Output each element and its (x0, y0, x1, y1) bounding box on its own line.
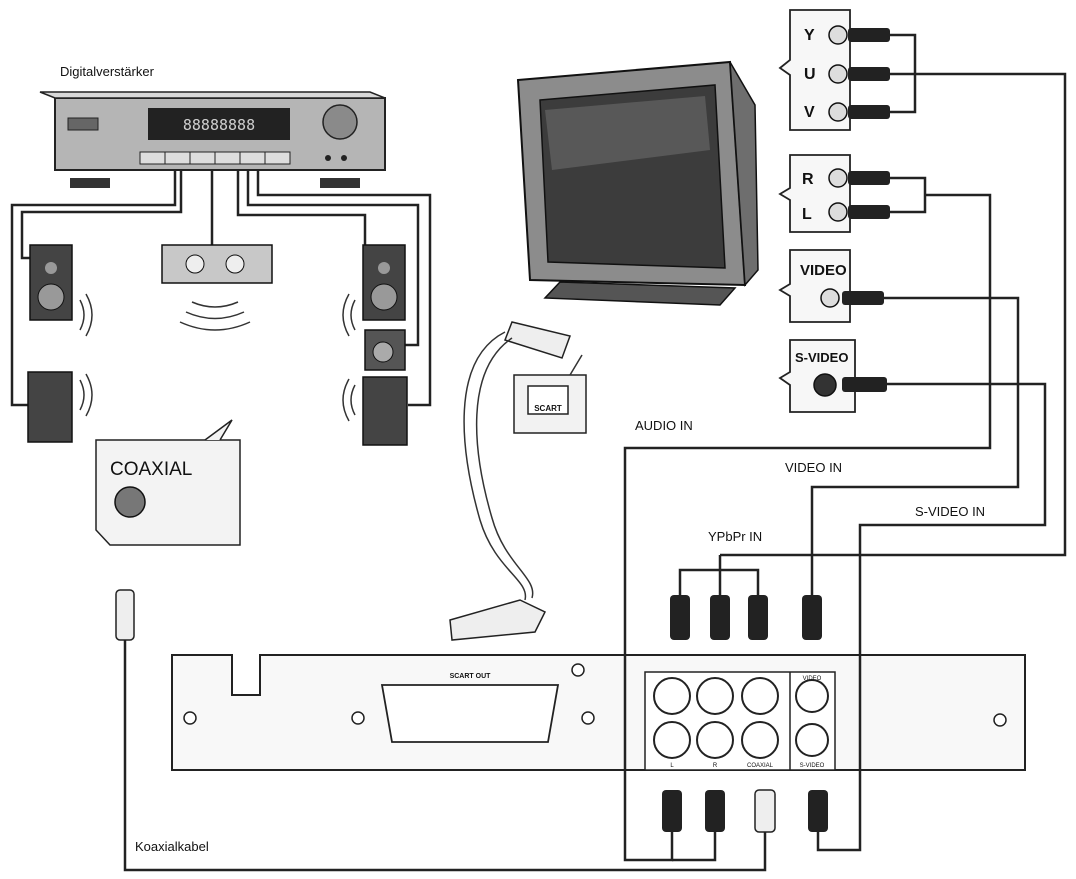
video-cable (810, 296, 1020, 600)
output-audio-l-jack-icon (653, 721, 691, 759)
scart-cable (449, 321, 571, 641)
rca-jack-icon (828, 64, 848, 84)
tv-video-panel: VIDEO (778, 249, 884, 323)
svg-text:88888888: 88888888 (183, 116, 255, 134)
rca-jack-icon (828, 168, 848, 188)
rca-jack-icon (828, 202, 848, 222)
svideo-in-label: S-VIDEO IN (915, 504, 985, 519)
tv-input-v-label: V (804, 104, 815, 121)
sound-waves-icon (79, 293, 93, 337)
rca-plug-icon (802, 595, 822, 640)
coax-cable-label: Koaxialkabel (135, 839, 209, 854)
amplifier-display (148, 108, 290, 140)
coaxial-callout: COAXIAL (95, 419, 241, 546)
jack-label-l: L (670, 763, 674, 769)
rca-plug-icon (848, 105, 890, 119)
tv-svideo-panel: S-VIDEO (778, 339, 887, 413)
rca-plug-icon (848, 171, 890, 185)
tv-ypbpr-panel: Y U V (778, 9, 890, 131)
front-left-speaker-icon (29, 244, 73, 321)
rca-jack-icon (828, 102, 848, 122)
ypbpr-plugs (670, 595, 822, 640)
scart-badge-label: SCART (534, 404, 562, 413)
rca-plug-icon (848, 67, 890, 81)
output-pr-jack-icon (741, 677, 779, 715)
svideo-jack-icon (813, 373, 837, 397)
audio-bridge-cable (890, 176, 927, 214)
amplifier-power-slot (67, 117, 99, 131)
rca-plug-icon (662, 790, 682, 832)
speaker-wires (10, 170, 432, 407)
svideo-plug-icon (808, 790, 828, 832)
coaxial-plug-icon (115, 589, 135, 641)
ypbpr-cable (720, 72, 1067, 557)
rear-left-speaker-icon (27, 371, 73, 443)
rca-plug-icon (670, 595, 690, 640)
sound-waves-icon (79, 373, 93, 417)
amplifier-foot-right (320, 178, 360, 188)
jack-label-svideo: S-VIDEO (800, 763, 825, 769)
rca-jack-icon (828, 25, 848, 45)
tv-input-svideo-label: S-VIDEO (795, 350, 848, 365)
digital-amplifier: Digitalverstärker 88888888 (39, 64, 386, 188)
jack-label-video: VIDEO (803, 676, 822, 682)
tv-input-u-label: U (804, 66, 816, 83)
coaxial-plug-icon (754, 789, 776, 833)
audio-in-label: AUDIO IN (635, 418, 693, 433)
center-speaker-icon (161, 244, 273, 284)
rca-plug-icon (848, 28, 890, 42)
video-in-label: VIDEO IN (785, 460, 842, 475)
sound-waves-icon (342, 378, 356, 422)
scart-socket-icon (527, 385, 569, 415)
tv-input-video-label: VIDEO (800, 262, 847, 279)
rear-right-speaker-icon (362, 376, 408, 446)
tv-stand (543, 281, 737, 306)
rca-plug-icon (842, 291, 884, 305)
rca-plug-icon (848, 205, 890, 219)
coaxial-jack-icon (114, 486, 146, 518)
rca-plug-icon (710, 595, 730, 640)
rca-plug-icon (705, 790, 725, 832)
output-coaxial-jack-icon (741, 721, 779, 759)
television (516, 60, 759, 306)
output-pb-jack-icon (696, 677, 734, 715)
ypbpr-in-label: YPbPr IN (708, 529, 762, 544)
rca-plug-icon (748, 595, 768, 640)
svideo-plug-icon (842, 377, 887, 392)
scart-out-label: SCART OUT (450, 673, 492, 680)
front-right-speaker-icon (362, 244, 406, 321)
sound-waves-icon (342, 293, 356, 337)
output-y-jack-icon (653, 677, 691, 715)
tv-input-r-label: R (802, 171, 814, 188)
sound-waves-icon (179, 301, 251, 331)
tv-input-y-label: Y (804, 27, 815, 44)
svideo-cable (816, 382, 1047, 852)
output-audio-r-jack-icon (696, 721, 734, 759)
subwoofer-icon (364, 329, 406, 371)
rca-jack-icon (820, 288, 840, 308)
amplifier-label: Digitalverstärker (60, 64, 155, 79)
coaxial-cable (123, 640, 767, 872)
tv-audio-panel: R L (778, 154, 890, 233)
jack-label-r: R (713, 763, 718, 769)
jack-label-coaxial: COAXIAL (747, 763, 774, 769)
output-plugs (662, 789, 828, 833)
output-svideo-jack-icon (795, 723, 829, 757)
volume-knob-icon (322, 104, 358, 140)
player-back-panel: SCART OUT L R COAXIAL VIDEO S-VIDEO (171, 654, 1026, 771)
output-video-jack-icon (795, 679, 829, 713)
scart-badge: SCART (513, 354, 587, 434)
tv-input-l-label: L (802, 206, 812, 223)
amplifier-foot-left (70, 178, 110, 188)
scart-out-socket (380, 684, 560, 743)
coaxial-callout-label: COAXIAL (110, 459, 192, 480)
